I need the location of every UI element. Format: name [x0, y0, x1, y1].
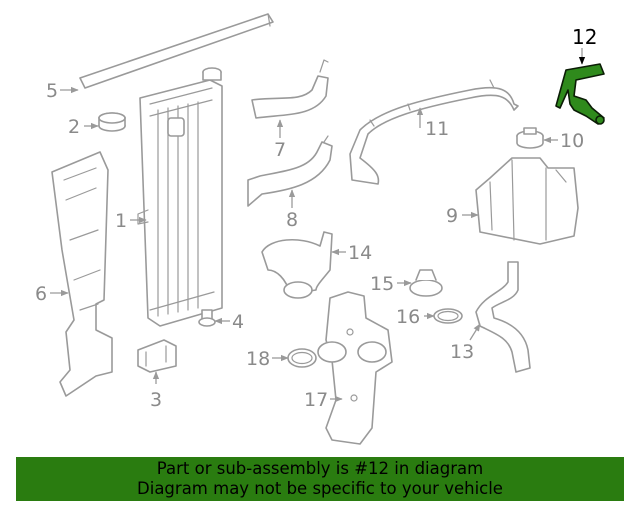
- part-11-tube: [349, 79, 519, 185]
- part-9-reservoir: [475, 157, 579, 245]
- part-2-isolator: [98, 112, 126, 132]
- part-17-housing: [317, 291, 393, 445]
- part-5-seal-strip: [79, 13, 274, 89]
- callout-12: 12: [572, 25, 597, 49]
- banner-line-1: Part or sub-assembly is #12 in diagram: [156, 459, 484, 478]
- part-6-deflector: [51, 151, 113, 397]
- part-13-hose: [475, 261, 531, 373]
- callout-4: 4: [232, 311, 244, 333]
- part-3-bracket: [137, 339, 177, 373]
- callout-9: 9: [446, 205, 458, 227]
- callout-7: 7: [274, 139, 286, 161]
- part-18-oring: [287, 348, 317, 368]
- part-14-elbow: [261, 231, 333, 299]
- part-12-hose-highlighted: [555, 63, 605, 125]
- info-banner: Part or sub-assembly is #12 in diagram D…: [16, 457, 624, 501]
- leader-lines: [50, 48, 586, 403]
- callout-1: 1: [115, 210, 127, 232]
- parts-diagram: 5 2 1 6 3 4 7 8 9 10 11 12 13 14 15 16 1…: [35, 13, 605, 445]
- part-10-cap: [516, 127, 544, 149]
- callout-18: 18: [246, 348, 270, 370]
- callout-2: 2: [68, 116, 80, 138]
- part-16-oring: [433, 308, 463, 324]
- part-8-lower-hose: [247, 135, 333, 207]
- callout-10: 10: [560, 130, 584, 152]
- callout-14: 14: [348, 242, 372, 264]
- callout-17: 17: [304, 389, 328, 411]
- callout-8: 8: [286, 209, 298, 231]
- part-4-bolt: [198, 309, 216, 327]
- banner-line-2: Diagram may not be specific to your vehi…: [137, 479, 503, 498]
- part-15-thermostat: [409, 269, 443, 297]
- callout-15: 15: [370, 273, 394, 295]
- callout-6: 6: [35, 283, 47, 305]
- part-1-radiator: [137, 67, 223, 327]
- callout-5: 5: [46, 80, 58, 102]
- part-7-upper-hose: [251, 59, 329, 119]
- callout-16: 16: [396, 306, 420, 328]
- callout-11: 11: [425, 118, 449, 140]
- callout-13: 13: [450, 341, 474, 363]
- callout-3: 3: [150, 389, 162, 411]
